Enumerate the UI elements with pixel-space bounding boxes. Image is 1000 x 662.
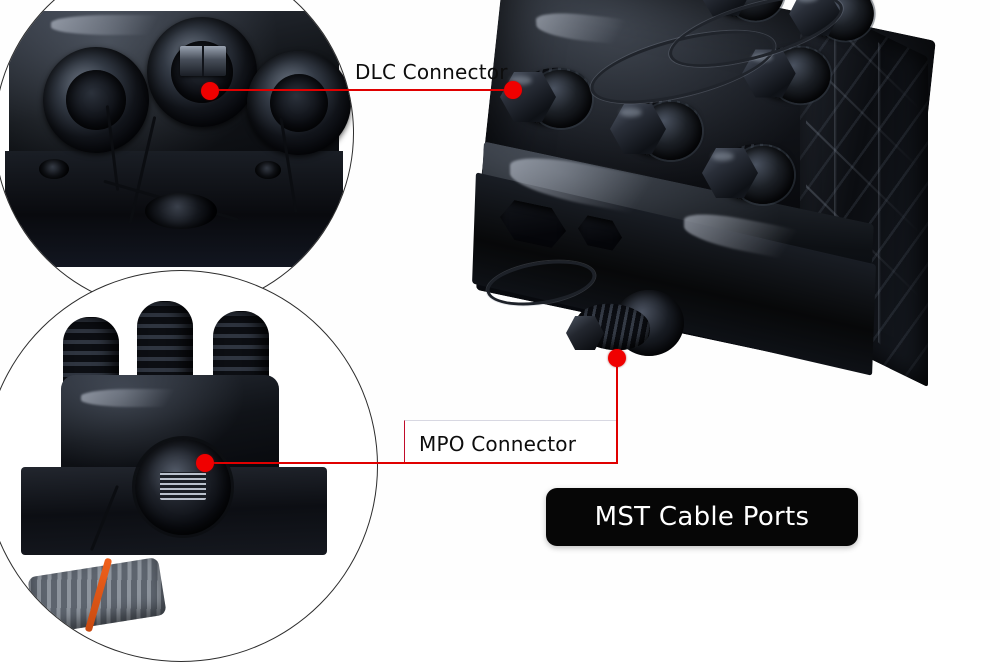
leader-dot-mpo-product (608, 349, 626, 367)
face-port-center-dlc (147, 17, 257, 127)
leader-dot-mpo-callout (196, 454, 214, 472)
leader-line-mpo-vertical (616, 358, 618, 464)
label-mpo-connector: MPO Connector (419, 432, 577, 456)
dlc-insert (180, 45, 227, 77)
bottom-grommet (145, 193, 217, 229)
leader-line-mpo-horizontal (205, 462, 618, 464)
bottom-grommet (255, 161, 281, 179)
callout-circle-dlc (0, 0, 354, 312)
leader-dot-dlc-product (504, 81, 522, 99)
banner-text: MST Cable Ports (594, 502, 810, 532)
label-dlc-connector: DLC Connector (355, 60, 508, 84)
callout-circle-mpo (0, 270, 378, 662)
mpo-stub-port (562, 286, 684, 366)
mpo-label-box (404, 420, 618, 464)
main-product-photo (470, 0, 1000, 456)
leader-dot-dlc-callout (201, 82, 219, 100)
bottom-grommet (39, 159, 69, 179)
mpo-port (135, 439, 231, 535)
leader-line-dlc (210, 89, 516, 91)
mst-cable-ports-banner: MST Cable Ports (546, 488, 858, 546)
